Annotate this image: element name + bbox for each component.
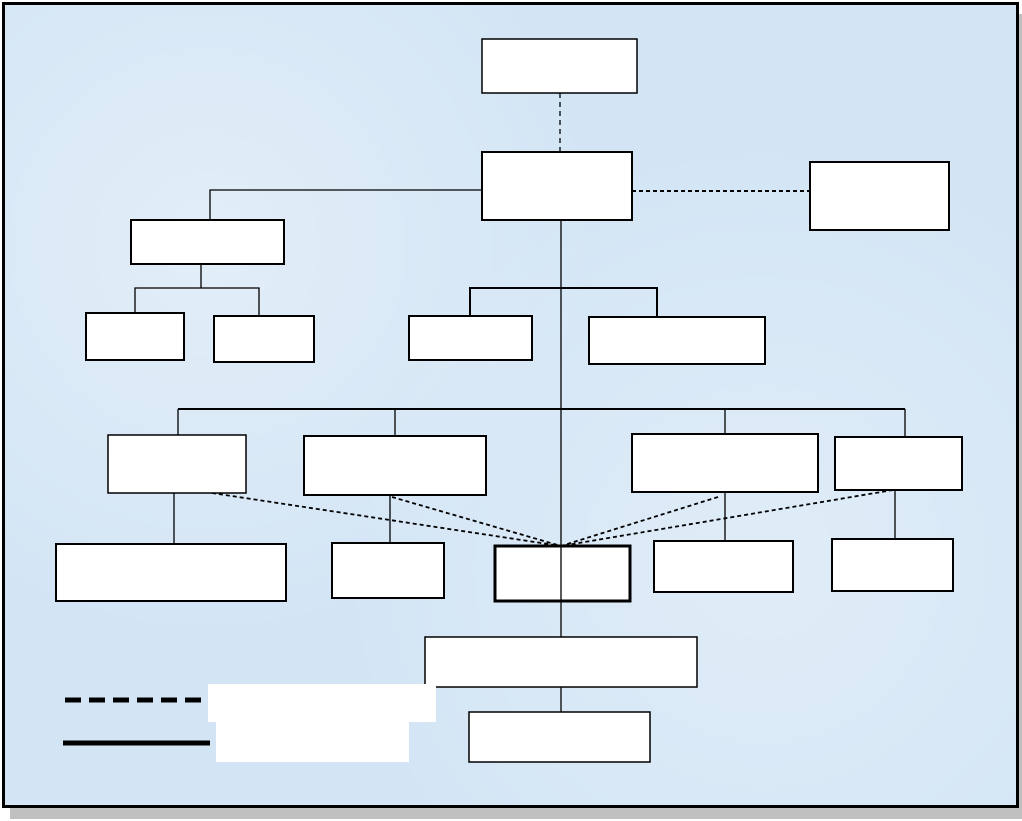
dotted-link [560,496,719,547]
link-left-branch [209,189,482,220]
dotted-link [560,489,894,547]
box[interactable] [468,711,651,763]
diagram-frame [2,2,1019,808]
box[interactable] [55,543,287,602]
dotted-link [211,492,562,547]
box-top[interactable] [481,38,638,94]
box[interactable] [408,315,533,361]
box[interactable] [588,316,766,365]
link [469,287,658,317]
legend-solid-label-box [216,722,409,762]
box-left[interactable] [130,219,285,265]
legend-dashed-label-box [208,684,436,722]
box[interactable] [834,436,963,491]
box[interactable] [303,435,487,496]
box[interactable] [85,312,185,361]
box[interactable] [831,538,954,592]
box[interactable] [331,542,445,599]
box[interactable] [424,636,698,688]
box-focus[interactable] [493,544,632,603]
boxes [55,38,963,763]
box[interactable] [107,434,247,494]
box[interactable] [213,315,315,363]
box[interactable] [653,540,794,593]
box-right[interactable] [809,161,950,231]
dotted-link [391,496,562,547]
link [134,287,260,316]
dotted-links [211,489,894,547]
legend [63,684,436,762]
box[interactable] [631,433,819,493]
box-center[interactable] [481,151,633,221]
connectors [134,93,906,712]
